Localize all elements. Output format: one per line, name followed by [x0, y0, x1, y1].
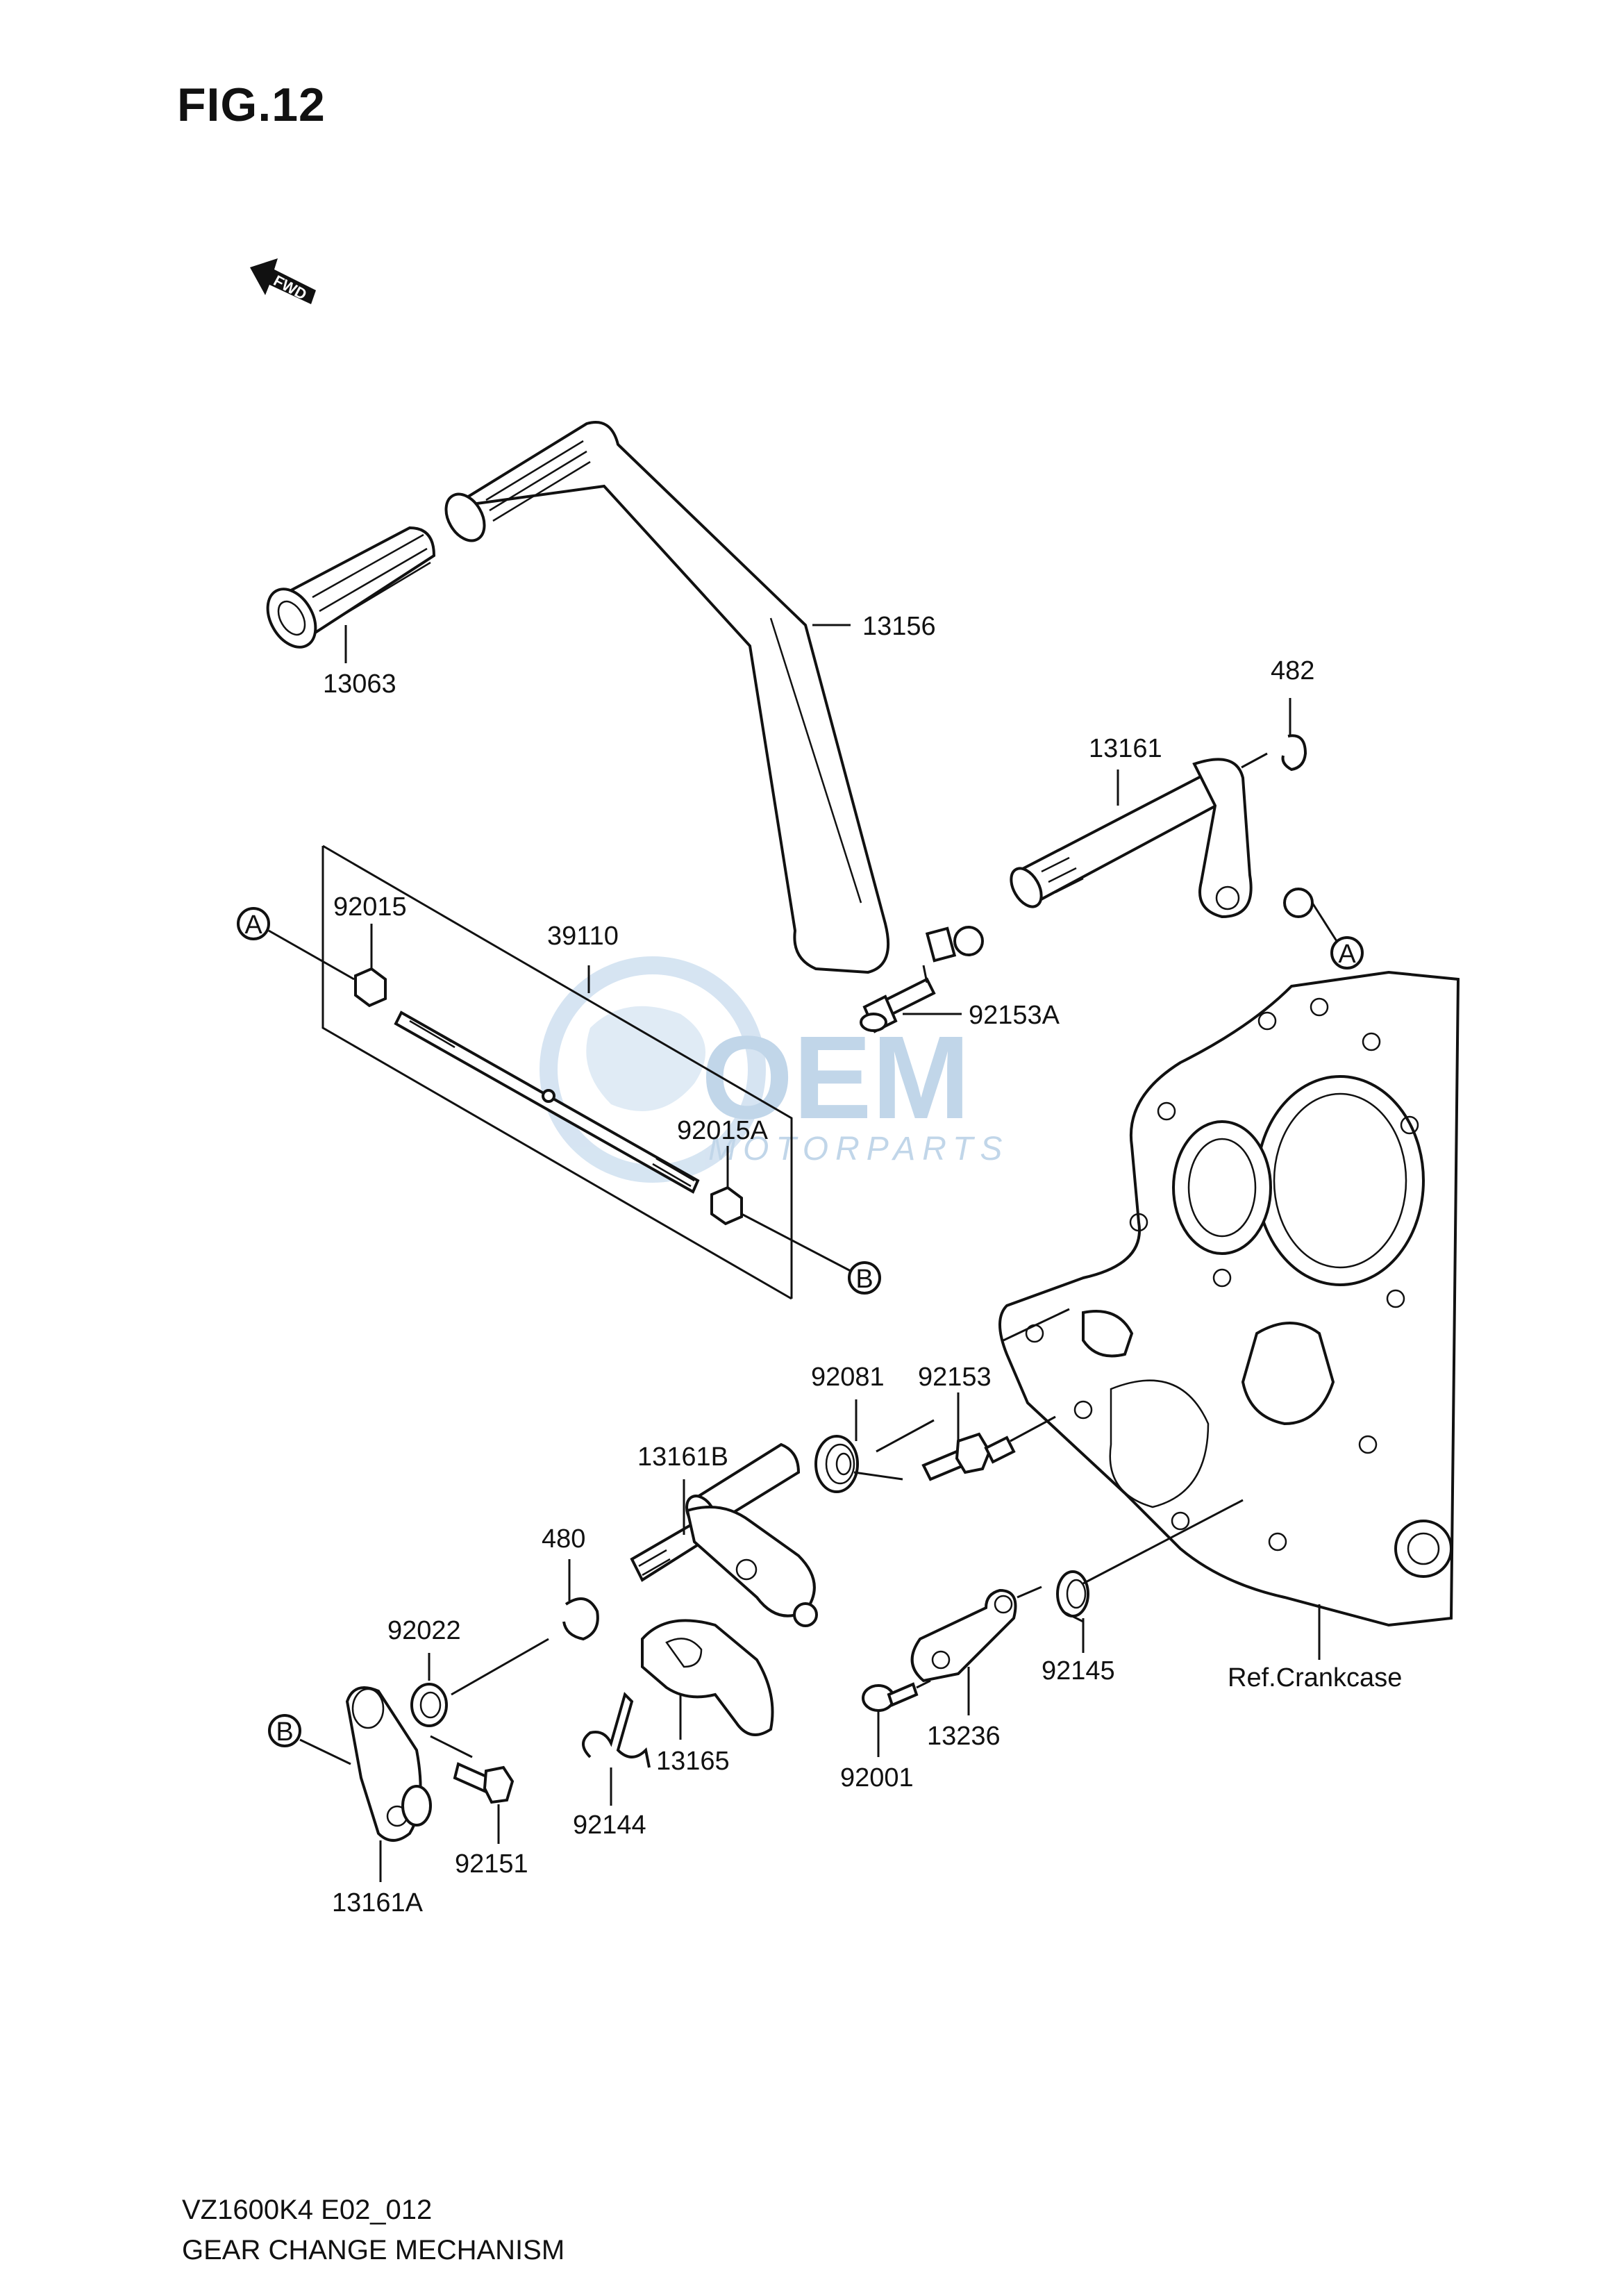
callout-a-right [1330, 936, 1364, 970]
part-label-13165: 13165 [656, 1747, 730, 1776]
part-label-92151: 92151 [455, 1849, 528, 1879]
callout-a-left [237, 907, 270, 940]
fwd-label: FWD [271, 272, 310, 303]
spring-92144 [582, 1692, 651, 1806]
leader-callout-b-left [299, 1738, 351, 1765]
callout-b-right-label: B [855, 1265, 873, 1294]
part-label-92153: 92153 [918, 1363, 992, 1392]
callout-b-left [268, 1714, 301, 1747]
part-label-crankcase: Ref.Crankcase [1228, 1663, 1402, 1692]
part-label-480: 480 [542, 1524, 585, 1554]
figure-model-code: VZ1600K4 E02_012 [182, 2195, 433, 2225]
figure-title: FIG.12 [177, 78, 326, 131]
part-label-39110: 39110 [547, 922, 619, 951]
part-label-13161B: 13161B [637, 1442, 728, 1472]
figure-name: GEAR CHANGE MECHANISM [182, 2235, 565, 2265]
watermark: OEM MOTORPARTS [540, 956, 1009, 1183]
stopper-13236 [910, 1586, 1042, 1715]
part-label-92081: 92081 [811, 1363, 885, 1392]
leader-92153-to-case [1003, 1308, 1070, 1342]
part-label-92145: 92145 [1042, 1656, 1115, 1686]
gearshift-shaft-13161 [1010, 752, 1314, 919]
part-label-13156: 13156 [862, 612, 936, 641]
part-label-92144: 92144 [573, 1811, 646, 1840]
bolt-92001 [862, 1679, 931, 1757]
part-label-13063: 13063 [323, 669, 396, 699]
part-label-482: 482 [1271, 656, 1314, 685]
part-label-13161: 13161 [1089, 734, 1162, 763]
tie-rod-assembly-frame [321, 845, 793, 1300]
leader-callout-a-left [268, 929, 355, 981]
part-label-13236: 13236 [927, 1722, 1001, 1751]
tie-rod-39110 [394, 965, 700, 1194]
washer-92022 [410, 1638, 549, 1727]
callout-a-right-label: A [1338, 940, 1356, 969]
part-label-92015A: 92015A [677, 1116, 769, 1145]
bolt-92153 [921, 1392, 1056, 1481]
part-label-92022: 92022 [387, 1616, 461, 1645]
nut-92015 [354, 924, 387, 1008]
watermark-brand: OEM [701, 1012, 970, 1144]
bolt-92153A [860, 965, 936, 1033]
part-label-92001: 92001 [840, 1763, 914, 1792]
spring-92081 [814, 1399, 935, 1493]
bolt-92151 [453, 1762, 515, 1844]
circlip-480 [562, 1559, 599, 1641]
part-label-92153A: 92153A [969, 1001, 1060, 1030]
gearshift-shaft-13161B [630, 1442, 818, 1627]
pedal-rubber [266, 526, 436, 649]
shift-arm-13161A [345, 1686, 473, 1882]
part-label-13161A: 13161A [332, 1888, 424, 1918]
part-label-92015: 92015 [333, 892, 407, 922]
watermark-tagline: MOTORPARTS [708, 1131, 1009, 1167]
leader-callout-a-right [1311, 902, 1338, 942]
callout-a-left-label: A [244, 910, 262, 940]
crankcase-reference [998, 970, 1460, 1627]
shift-lever [444, 421, 984, 974]
callout-b-left-label: B [276, 1717, 293, 1747]
leader-callout-b-right [741, 1213, 851, 1272]
watermark-continent-icon [586, 1006, 705, 1111]
pawl-plate-13165 [641, 1619, 774, 1740]
fwd-arrow-icon: FWD [250, 258, 316, 304]
callout-b-right [848, 1261, 881, 1295]
nut-92015A [710, 1146, 743, 1226]
watermark-globe-icon [540, 956, 766, 1183]
circlip-482 [1281, 698, 1307, 772]
spring-92145 [1056, 1499, 1244, 1653]
